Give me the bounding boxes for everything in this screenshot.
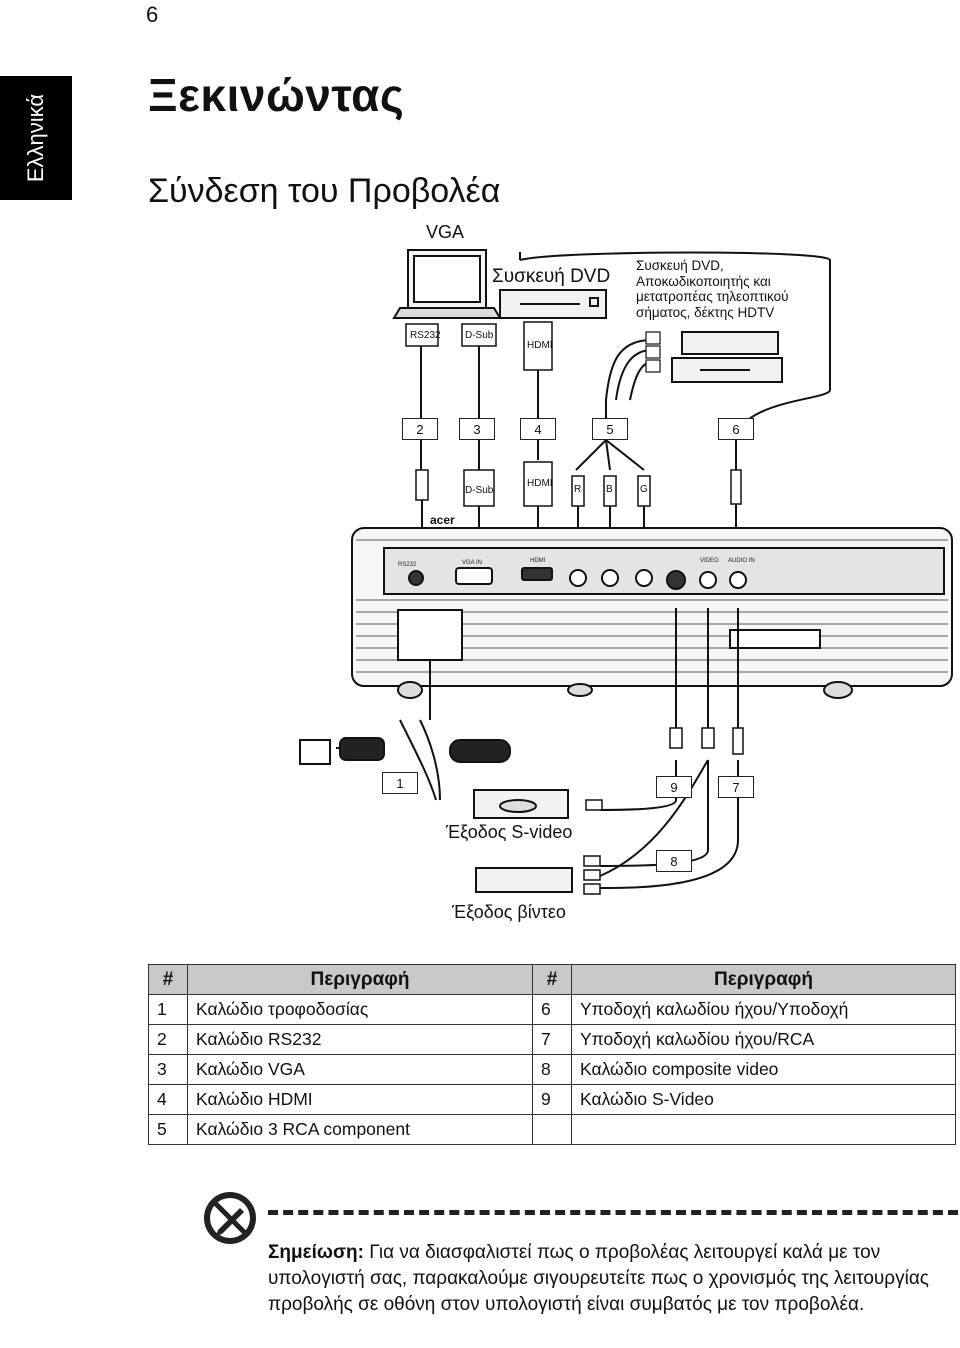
panel-label-rs232: RS232 <box>398 562 417 568</box>
hdmi-plug-label: HDMI <box>527 478 553 489</box>
table-row: 5 Καλώδιο 3 RCA component <box>148 1114 956 1145</box>
table-header-row: # Περιγραφή # Περιγραφή <box>148 964 956 995</box>
panel-label-hdmi: HDMI <box>530 558 546 564</box>
dvd-player-icon <box>499 289 607 319</box>
callout-5: 5 <box>592 418 628 440</box>
projector-icon <box>351 527 953 699</box>
hdtv-receiver-icon <box>671 331 783 383</box>
table-row: 3 Καλώδιο VGA 8 Καλώδιο composite video <box>148 1054 956 1085</box>
vga-label: VGA <box>426 222 465 242</box>
table-cell: Καλώδιο RS232 <box>187 1024 533 1055</box>
video-output-label: Έξοδος βίντεο <box>452 902 566 922</box>
table-cell: 7 <box>532 1024 572 1055</box>
brand-logo: acer <box>430 513 455 527</box>
table-header-number: # <box>148 964 188 995</box>
table-header-description: Περιγραφή <box>571 964 956 995</box>
table-header-number: # <box>532 964 572 995</box>
note-text: Σημείωση: Για να διασφαλιστεί πως ο προβ… <box>268 1240 954 1318</box>
table-cell: Καλώδιο HDMI <box>187 1084 533 1115</box>
table-cell <box>571 1114 956 1145</box>
table-row: 1 Καλώδιο τροφοδοσίας 6 Υποδοχή καλωδίου… <box>148 994 956 1025</box>
table-cell: Υποδοχή καλωδίου ήχου/Υποδοχή <box>571 994 956 1025</box>
table-cell: 9 <box>532 1084 572 1115</box>
table-cell: 3 <box>148 1054 188 1085</box>
table-cell: 4 <box>148 1084 188 1115</box>
rs232-connector-label: RS232 <box>410 330 441 341</box>
table-row: 4 Καλώδιο HDMI 9 Καλώδιο S-Video <box>148 1084 956 1115</box>
svideo-output-label: Έξοδος S-video <box>446 822 573 842</box>
callout-2: 2 <box>402 418 438 440</box>
table-cell: 5 <box>148 1114 188 1145</box>
panel-label-audio: AUDIO IN <box>728 558 755 564</box>
laptop-icon <box>392 249 502 319</box>
table-row: 2 Καλώδιο RS232 7 Υποδοχή καλωδίου ήχου/… <box>148 1024 956 1055</box>
plug-b-label: B <box>606 484 613 495</box>
callout-9: 9 <box>656 776 692 798</box>
table-cell: Υποδοχή καλωδίου ήχου/RCA <box>571 1024 956 1055</box>
plug-g-label: G <box>640 484 648 495</box>
table-cell: 6 <box>532 994 572 1025</box>
callout-6: 6 <box>718 418 754 440</box>
table-cell <box>532 1114 572 1145</box>
dvd-device-label: Συσκευή DVD <box>492 266 611 287</box>
language-side-tab: Ελληνικά <box>0 76 72 200</box>
page-title: Ξεκινώντας <box>148 69 405 121</box>
note-pencil-icon <box>204 1192 256 1244</box>
note-body: Για να διασφαλιστεί πως ο προβολέας λειτ… <box>268 1242 929 1315</box>
table-cell: Καλώδιο composite video <box>571 1054 956 1085</box>
table-cell: Καλώδιο VGA <box>187 1054 533 1085</box>
section-subtitle: Σύνδεση του Προβολέα <box>148 172 501 210</box>
callout-1: 1 <box>382 772 418 794</box>
callout-8: 8 <box>656 850 692 872</box>
page-number: 6 <box>146 2 159 27</box>
callout-3: 3 <box>459 418 495 440</box>
table-cell: Καλώδιο 3 RCA component <box>187 1114 533 1145</box>
table-cell: 1 <box>148 994 188 1025</box>
note-divider <box>268 1210 958 1215</box>
table-header-description: Περιγραφή <box>187 964 533 995</box>
description-table: # Περιγραφή # Περιγραφή 1 Καλώδιο τροφοδ… <box>148 964 956 1145</box>
note-label: Σημείωση: <box>268 1242 364 1263</box>
table-cell: 8 <box>532 1054 572 1085</box>
connection-diagram: RS232 VGA IN HDMI VIDEO AUDIO IN acer <box>299 249 953 895</box>
panel-label-vga: VGA IN <box>462 560 482 566</box>
callout-4: 4 <box>520 418 556 440</box>
dsub-plug-label: D-Sub <box>465 485 494 496</box>
panel-label-video: VIDEO <box>700 558 719 564</box>
table-cell: Καλώδιο S-Video <box>571 1084 956 1115</box>
plug-r-label: R <box>574 484 582 495</box>
table-cell: 2 <box>148 1024 188 1055</box>
table-cell: Καλώδιο τροφοδοσίας <box>187 994 533 1025</box>
dsub-connector-label: D-Sub <box>465 330 494 341</box>
hdtv-device-label: Συσκευή DVD, Αποκωδικοποιητής και μετατρ… <box>636 258 789 320</box>
callout-7: 7 <box>718 776 754 798</box>
hdmi-connector-label: HDMI <box>527 340 553 351</box>
